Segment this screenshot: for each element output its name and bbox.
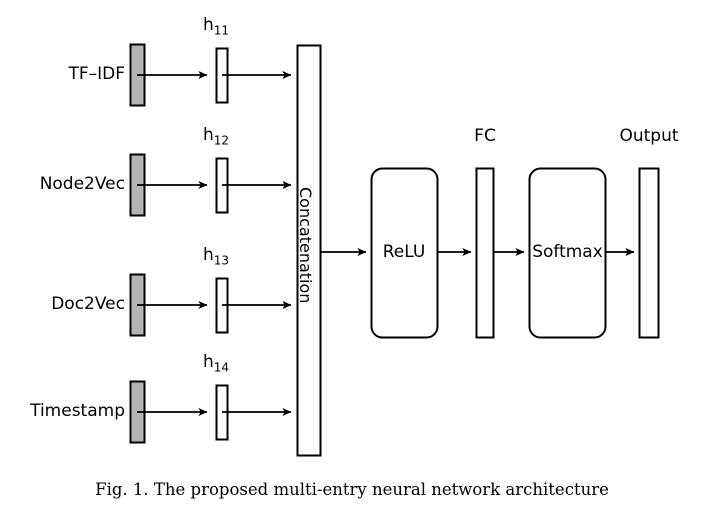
hidden-label-h13-sub: 13 (213, 253, 230, 268)
input-label-doc2vec: Doc2Vec (51, 294, 125, 314)
hidden-label-h11-sub: 11 (213, 23, 230, 38)
hidden-label-h14-base: h (203, 352, 214, 372)
output-bar (638, 167, 660, 339)
output-label: Output (619, 126, 679, 146)
concatenation-label: Concatenation (296, 187, 315, 304)
input-label-timestamp: Timestamp (30, 401, 125, 421)
figure-caption: Fig. 1. The proposed multi-entry neural … (95, 480, 609, 499)
input-label-tfidf: TF–IDF (68, 64, 125, 84)
hidden-label-h11: h11 (203, 15, 230, 38)
hidden-label-h12-base: h (203, 125, 214, 145)
hidden-label-h13: h13 (203, 245, 230, 268)
fc-bar (475, 167, 495, 339)
hidden-label-h12-sub: 12 (213, 133, 230, 148)
relu-block (370, 167, 439, 339)
hidden-label-h13-base: h (203, 245, 214, 265)
hidden-label-h14-sub: 14 (213, 360, 230, 375)
concatenation-block (296, 44, 322, 457)
softmax-label: Softmax (532, 242, 603, 262)
fc-label: FC (474, 126, 496, 146)
softmax-block (528, 167, 607, 339)
relu-label: ReLU (382, 242, 426, 262)
input-label-node2vec: Node2Vec (39, 174, 125, 194)
hidden-label-h11-base: h (203, 15, 214, 35)
hidden-label-h12: h12 (203, 125, 230, 148)
hidden-label-h14: h14 (203, 352, 230, 375)
